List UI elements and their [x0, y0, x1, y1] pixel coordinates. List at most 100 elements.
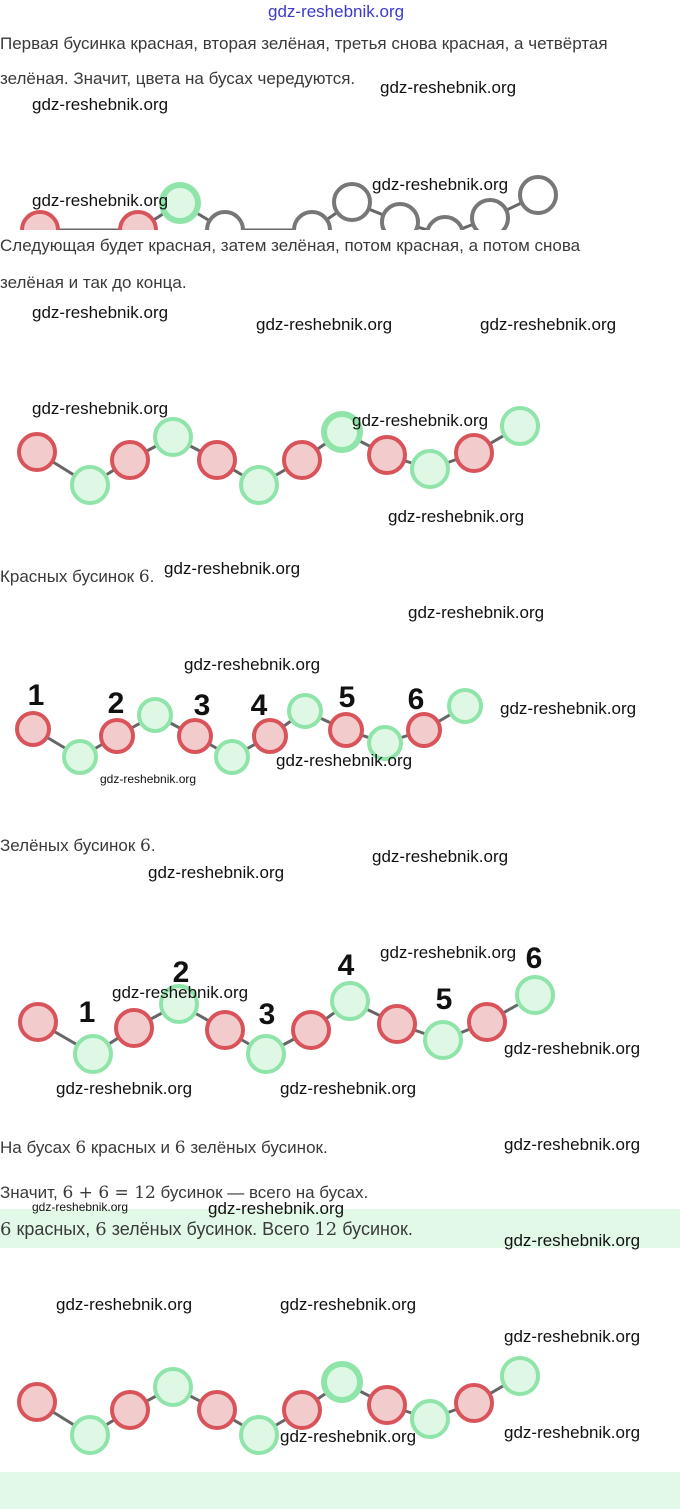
- red-bead: [18, 1002, 58, 1042]
- bead-number-label: 5: [339, 681, 356, 714]
- watermark: gdz-reshebnik.org: [380, 943, 517, 962]
- red-bead: [406, 712, 442, 748]
- watermark: gdz-reshebnik.org: [112, 983, 249, 1002]
- watermark: gdz-reshebnik.org: [276, 751, 413, 770]
- empty-bead: [380, 202, 420, 230]
- green-bead: [515, 975, 555, 1015]
- paragraph-line: зелёная. Значит, цвета на бусах чередуют…: [0, 69, 356, 88]
- watermark: gdz-reshebnik.org: [256, 315, 393, 334]
- watermark: gdz-reshebnik.org: [380, 78, 517, 97]
- watermark: gdz-reshebnik.org: [32, 191, 169, 210]
- n: 12: [314, 1219, 338, 1240]
- watermark: gdz-reshebnik.org: [32, 1200, 129, 1214]
- t: зелёных бусинок. Всего: [106, 1219, 315, 1239]
- empty-bead: [205, 210, 245, 230]
- green-bead: [423, 1020, 463, 1060]
- red-bead: [114, 1008, 154, 1048]
- bead-number-label: 3: [259, 998, 276, 1031]
- watermark: gdz-reshebnik.org: [184, 655, 321, 674]
- bead-diagram-green-numbered: 1 2 3 4 5 6: [18, 942, 555, 1074]
- red-bead: [454, 1383, 494, 1423]
- empty-bead: [292, 210, 332, 230]
- bead-number-label: 4: [251, 689, 268, 722]
- green-bead: [159, 984, 199, 1024]
- bead-number-label: 6: [408, 683, 425, 716]
- label: Зелёных бусинок: [0, 836, 141, 855]
- green-bead: [367, 725, 403, 761]
- red-bead: [118, 210, 158, 230]
- n: 6: [75, 1138, 87, 1158]
- watermark: gdz-reshebnik.org: [56, 1079, 193, 1098]
- green-bead: [410, 1399, 450, 1439]
- green-bead: [214, 739, 250, 775]
- watermark: gdz-reshebnik.org: [352, 411, 489, 430]
- value: 6: [140, 836, 151, 856]
- bead-number-label: 5: [436, 983, 453, 1016]
- label: Красных бусинок: [0, 567, 139, 586]
- red-bead: [17, 1382, 57, 1422]
- green-bead: [239, 465, 279, 505]
- red-bead: [110, 1390, 150, 1430]
- watermark: gdz-reshebnik.org: [408, 603, 545, 622]
- bead-number-label: 2: [173, 956, 190, 989]
- green-bead: [410, 449, 450, 489]
- t: красных,: [11, 1219, 96, 1239]
- red-bead: [252, 718, 288, 754]
- red-bead: [467, 1002, 507, 1042]
- watermark: gdz-reshebnik.org: [388, 507, 525, 526]
- watermark: gdz-reshebnik.org: [56, 1295, 193, 1314]
- green-bead: [153, 1367, 193, 1407]
- watermark: gdz-reshebnik.org: [280, 1079, 417, 1098]
- red-bead: [197, 440, 237, 480]
- t: красных и: [86, 1138, 175, 1157]
- watermark: gdz-reshebnik.org: [504, 1039, 641, 1058]
- bead-diagram-final: [17, 1356, 540, 1455]
- green-bead: [159, 182, 201, 224]
- red-bead: [20, 210, 60, 230]
- red-bead: [367, 435, 407, 475]
- empty-bead: [332, 182, 372, 222]
- watermark: gdz-reshebnik.org: [504, 1231, 641, 1250]
- header-watermark: gdz-reshebnik.org: [268, 2, 405, 21]
- bead-number-label: 1: [28, 679, 45, 712]
- green-bead: [321, 411, 363, 453]
- watermark: gdz-reshebnik.org: [504, 1135, 641, 1154]
- red-bead: [197, 1390, 237, 1430]
- summary-text: На бусах 6 красных и 6 зелёных бусинок.: [0, 1138, 328, 1158]
- watermark: gdz-reshebnik.org: [280, 1295, 417, 1314]
- watermark: gdz-reshebnik.org: [372, 175, 509, 194]
- bead-number-label: 4: [338, 949, 355, 982]
- green-bead: [500, 406, 540, 446]
- empty-bead: [470, 198, 510, 230]
- watermark: gdz-reshebnik.org: [32, 399, 169, 418]
- t: На бусах: [0, 1138, 76, 1157]
- answer-band: [0, 1209, 680, 1248]
- paragraph-line: Первая бусинка красная, вторая зелёная, …: [0, 34, 608, 53]
- green-bead: [70, 465, 110, 505]
- t: бусинок — всего на бусах.: [155, 1183, 369, 1202]
- expression: 6 + 6 = 12: [62, 1183, 156, 1203]
- n: 6: [95, 1219, 107, 1240]
- t: бусинок.: [337, 1219, 413, 1239]
- bead-number-label: 6: [526, 942, 543, 975]
- watermark: gdz-reshebnik.org: [280, 1427, 417, 1446]
- watermark: gdz-reshebnik.org: [148, 863, 285, 882]
- red-bead: [99, 718, 135, 754]
- watermark: gdz-reshebnik.org: [208, 1199, 345, 1218]
- watermark: gdz-reshebnik.org: [164, 559, 301, 578]
- empty-bead: [425, 215, 465, 230]
- red-bead: [282, 1390, 322, 1430]
- red-bead: [454, 433, 494, 473]
- red-bead: [291, 1010, 331, 1050]
- watermark: gdz-reshebnik.org: [504, 1423, 641, 1442]
- watermark: gdz-reshebnik.org: [32, 95, 169, 114]
- red-bead: [205, 1010, 245, 1050]
- green-bead: [330, 981, 370, 1021]
- green-bead: [137, 697, 173, 733]
- t: Значит,: [0, 1183, 63, 1202]
- bead-number-label: 1: [79, 996, 96, 1029]
- t: зелёных бусинок.: [185, 1138, 328, 1157]
- red-bead: [15, 711, 51, 747]
- red-bead: [367, 1385, 407, 1425]
